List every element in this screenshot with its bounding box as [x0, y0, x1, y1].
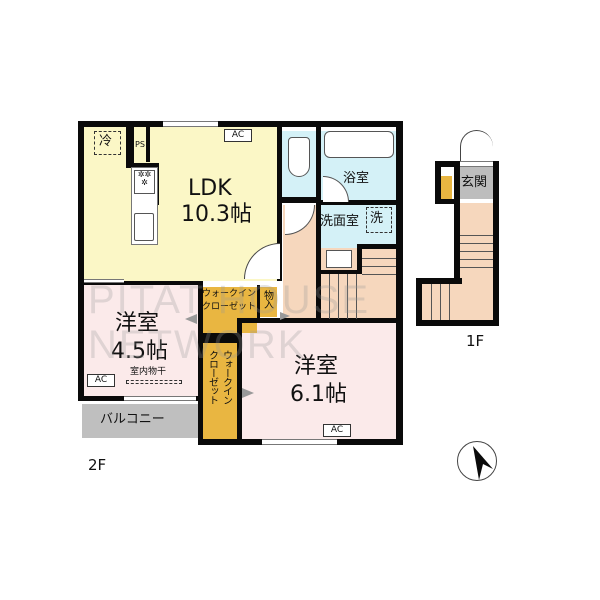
floor-label-2f: 2F — [88, 456, 107, 474]
stair-tread — [329, 274, 330, 319]
stair-tread — [440, 284, 441, 320]
stove-icon: ✲✲✲ — [134, 170, 155, 194]
wall — [201, 333, 241, 343]
shoe-closet — [438, 176, 452, 200]
room-balcony — [82, 404, 198, 438]
indoor-drying-label: 室内物干 — [130, 367, 167, 377]
room-stairs-1f — [460, 203, 493, 320]
western-small-name: 洋室 — [115, 311, 160, 336]
wall — [316, 126, 321, 321]
indoor-drying-rail — [126, 380, 182, 384]
sink-icon — [134, 213, 154, 241]
wall — [320, 200, 398, 205]
western-large-name: 洋室 — [294, 354, 339, 379]
stair-tread — [449, 284, 450, 320]
wall — [237, 318, 242, 444]
washroom-name: 洗面室 — [320, 214, 360, 229]
storage-door-arrow — [280, 312, 290, 320]
storage-label: 物入 — [261, 290, 273, 308]
compass-north-icon — [457, 441, 497, 481]
wall — [357, 244, 397, 249]
stair-tread — [460, 259, 493, 260]
stair-tread — [347, 274, 348, 319]
stair-tread — [356, 274, 357, 319]
ac-label-ldk: AC — [224, 129, 252, 142]
wall — [435, 199, 460, 204]
wall — [78, 121, 84, 401]
room-western-6-1 — [240, 323, 396, 441]
stair-tread — [338, 274, 339, 319]
stair-tread — [460, 235, 493, 236]
balcony-label: バルコニー — [100, 412, 165, 427]
ac-label-western-small: AC — [87, 374, 115, 387]
fridge-mark: 冷 — [99, 134, 113, 149]
ldk-name: LDK — [188, 176, 232, 201]
ac-label-western-large: AC — [323, 424, 351, 437]
wic1-line2: クローゼット — [202, 302, 257, 312]
wall — [493, 161, 499, 326]
window — [163, 121, 218, 127]
closet-door-arrow — [242, 388, 254, 398]
closet-door-arrow — [185, 314, 197, 324]
pipe-space-label: PS — [135, 140, 145, 149]
entrance-door-gap — [460, 161, 493, 167]
stair-tread — [362, 258, 396, 259]
window — [84, 279, 124, 283]
entrance-door-swing — [460, 130, 493, 161]
wall — [146, 126, 150, 162]
wic1-line1: ウォークイン — [202, 289, 257, 299]
washer-space — [366, 207, 392, 233]
toilet-icon — [288, 137, 310, 177]
stair-tread — [431, 284, 432, 320]
stair-tread — [460, 243, 493, 244]
room-stairs-1f-lower — [422, 284, 462, 320]
wall — [416, 278, 422, 326]
wash-basin-icon — [326, 250, 352, 268]
wic2-line1: ウォークイン — [220, 350, 232, 404]
entrance-label: 玄関 — [461, 175, 488, 190]
wall — [198, 281, 203, 445]
stair-tread — [362, 266, 396, 267]
wall — [282, 197, 320, 203]
window — [262, 439, 337, 445]
floor-label-1f: 1F — [466, 332, 485, 350]
wall — [78, 121, 403, 127]
wall — [126, 163, 158, 168]
watermark: PITAT HOUSE NETWORK — [88, 278, 371, 367]
wic2-line2: クローゼット — [206, 350, 218, 404]
ldk-size: 10.3帖 — [181, 202, 252, 227]
western-small-size: 4.5帖 — [111, 339, 168, 364]
washer-mark: 洗 — [370, 211, 384, 226]
north-arrow-icon — [473, 446, 493, 480]
wall — [357, 244, 362, 274]
stair-tread — [460, 267, 493, 268]
wall — [84, 281, 201, 285]
wall — [320, 270, 362, 274]
wall — [416, 278, 462, 284]
room-walk-in-closet-2 — [201, 343, 237, 439]
room-storage — [260, 287, 277, 317]
wall — [454, 161, 460, 284]
wall — [126, 126, 134, 168]
wall — [416, 320, 499, 326]
stair-tread — [460, 251, 493, 252]
wall — [277, 126, 282, 281]
kitchen-counter — [131, 167, 158, 245]
wall — [257, 285, 260, 321]
fridge-space — [94, 131, 121, 155]
room-walk-in-closet-1 — [201, 287, 257, 333]
bathtub-icon — [324, 131, 394, 158]
wall — [396, 121, 403, 445]
wall — [435, 161, 441, 203]
window — [124, 396, 196, 401]
bathroom-name: 浴室 — [343, 171, 370, 186]
western-large-size: 6.1帖 — [290, 382, 347, 407]
stair-tread — [362, 274, 396, 275]
room-entrance — [458, 167, 493, 199]
